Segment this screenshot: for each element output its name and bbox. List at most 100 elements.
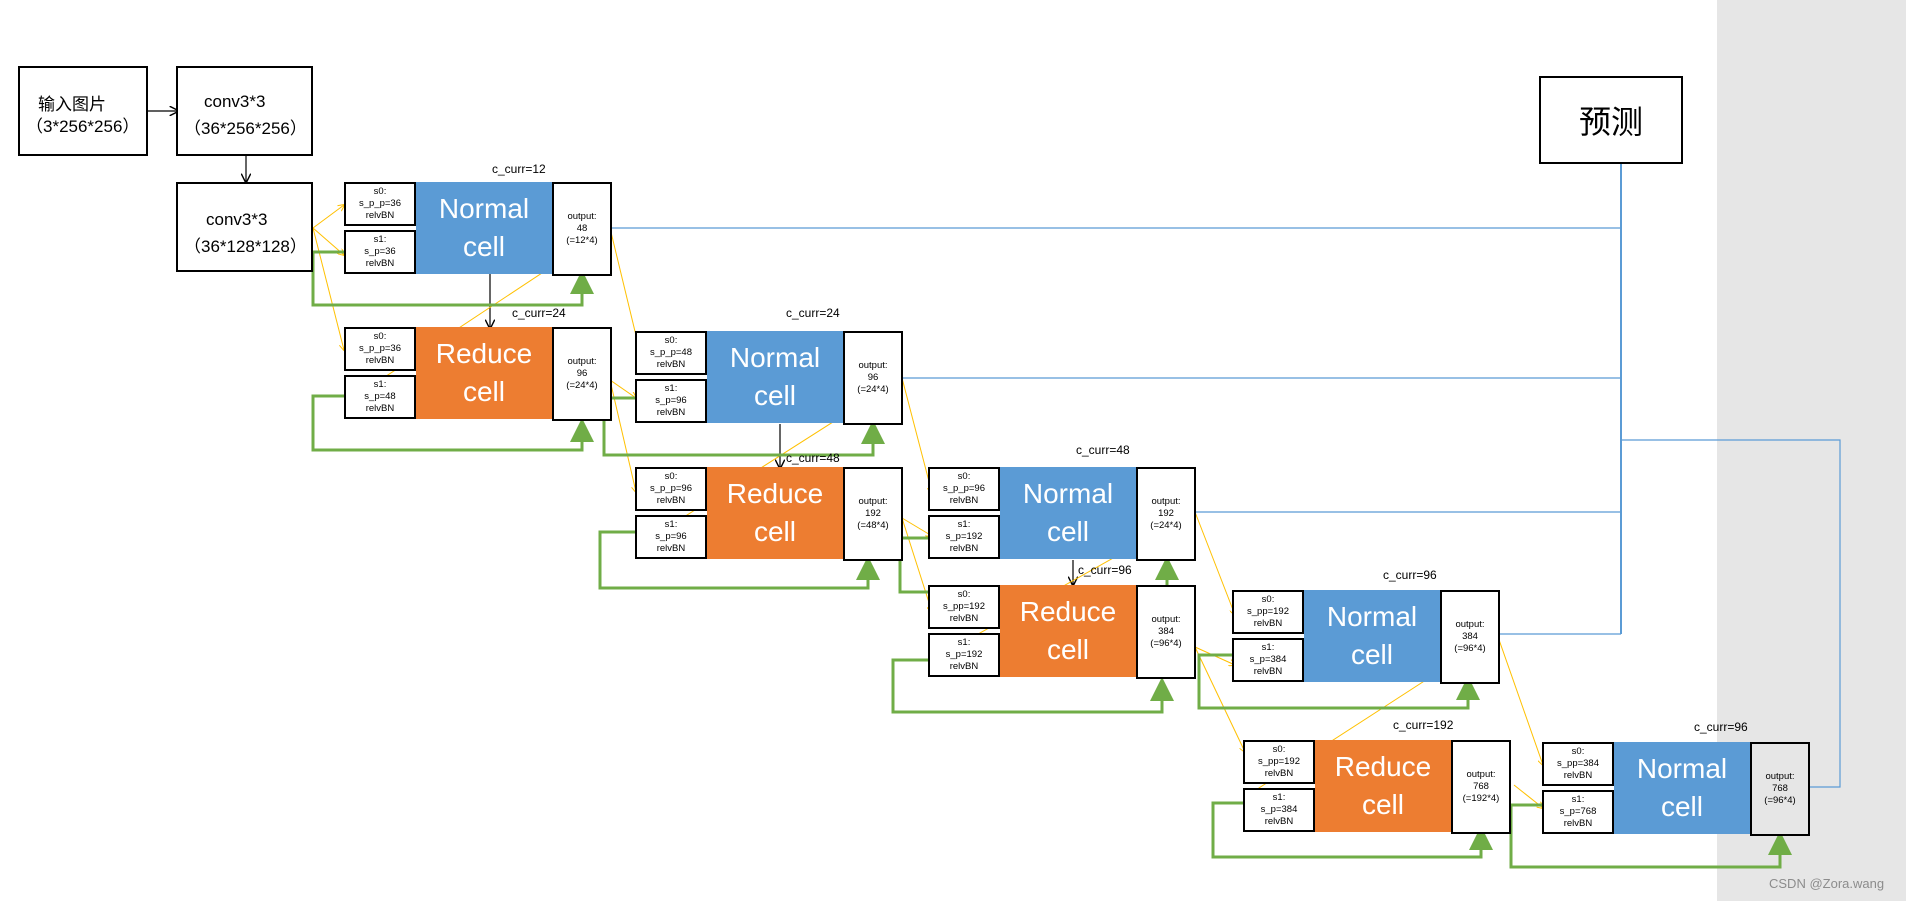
prediction-label: 预测 — [1578, 104, 1643, 140]
output-line: 768 — [1473, 781, 1489, 792]
s0-line: relvBN — [365, 355, 395, 366]
cell-name-line: Reduce — [1334, 751, 1432, 782]
output-line: (=24*4) — [857, 384, 889, 395]
c-curr-label: c_curr=48 — [1076, 443, 1130, 457]
output-line: output: — [1455, 619, 1485, 630]
output-line: (=192*4) — [1462, 793, 1500, 804]
s1-line: relvBN — [1563, 818, 1593, 829]
c-curr-label: c_curr=192 — [1393, 718, 1454, 732]
watermark: CSDN @Zora.wang — [1769, 876, 1885, 891]
s0-line: s0: — [664, 471, 678, 482]
cell-name-line: Normal — [1326, 601, 1418, 632]
s1-line: relvBN — [656, 543, 686, 554]
output-box: output:768(=192*4) — [1451, 740, 1511, 834]
output-box: output:96(=24*4) — [843, 331, 903, 425]
s1-line: s1: — [957, 519, 971, 530]
c-curr-label: c_curr=24 — [512, 306, 566, 320]
output-box: output:768(=96*4) — [1750, 742, 1810, 836]
s1-line: relvBN — [365, 258, 395, 269]
s0-line: s0: — [1261, 594, 1275, 605]
output-line: output: — [1466, 769, 1496, 780]
cell-name-line: cell — [1660, 791, 1703, 822]
s1-line: s_p=36 — [364, 246, 396, 257]
c-curr-label: c_curr=48 — [786, 451, 840, 465]
prediction-box: 预测 — [1539, 76, 1683, 164]
output-line: (=96*4) — [1150, 638, 1182, 649]
output-line: 768 — [1772, 783, 1788, 794]
s1-line: s1: — [373, 234, 387, 245]
output-line: (=12*4) — [566, 235, 598, 246]
s1-line: s_p=96 — [655, 395, 687, 406]
s0-line: relvBN — [656, 495, 686, 506]
s0-line: s0: — [1571, 746, 1585, 757]
s0-line: relvBN — [656, 359, 686, 370]
cell-name-line: Reduce — [726, 478, 824, 509]
s0-line: s_p_p=36 — [359, 198, 401, 209]
cell-name-line: cell — [1361, 789, 1404, 820]
cell-name-line: cell — [1046, 516, 1089, 547]
s1-line: s1: — [1261, 642, 1275, 653]
s1-line: relvBN — [1264, 816, 1294, 827]
s0-line: s0: — [1272, 744, 1286, 755]
output-line: output: — [567, 356, 597, 367]
input-label: 输入图片 — [38, 95, 106, 114]
conv1-shape: （36*256*256） — [184, 119, 307, 138]
output-line: output: — [1765, 771, 1795, 782]
s1-line: s1: — [373, 379, 387, 390]
cell-name-line: cell — [1046, 634, 1089, 665]
cell-name-line: cell — [462, 231, 505, 262]
output-line: 192 — [1158, 508, 1174, 519]
s0-line: s_p_p=96 — [943, 483, 985, 494]
s0-line: s0: — [373, 186, 387, 197]
output-line: (=96*4) — [1454, 643, 1486, 654]
normal-cell: Normal cell — [1000, 467, 1136, 559]
s1-line: s_p=192 — [945, 531, 983, 542]
s1-line: relvBN — [656, 407, 686, 418]
s1-line: s_p=96 — [655, 531, 687, 542]
s1-line: s1: — [1272, 792, 1286, 803]
s1-line: s_p=192 — [945, 649, 983, 660]
s0-line: s_p_p=36 — [359, 343, 401, 354]
s0-line: s0: — [664, 335, 678, 346]
output-line: 96 — [867, 372, 879, 383]
output-line: output: — [858, 360, 888, 371]
conv2-shape: （36*128*128） — [184, 237, 307, 256]
output-line: (=24*4) — [566, 380, 598, 391]
normal-cell: Normal cell — [1304, 590, 1440, 682]
s0-line: relvBN — [1264, 768, 1294, 779]
normal-cell: Normal cell — [416, 182, 552, 274]
c-curr-label: c_curr=12 — [492, 162, 546, 176]
output-line: output: — [858, 496, 888, 507]
s1-line: relvBN — [949, 543, 979, 554]
cell-name-line: Reduce — [435, 338, 533, 369]
s0-line: relvBN — [365, 210, 395, 221]
cell-name-line: Normal — [438, 193, 530, 224]
cell-name-line: cell — [1350, 639, 1393, 670]
s1-line: s1: — [664, 383, 678, 394]
cell-name-line: Normal — [1022, 478, 1114, 509]
s1-line: s_p=384 — [1260, 804, 1298, 815]
output-line: 192 — [865, 508, 881, 519]
output-line: output: — [567, 211, 597, 222]
s0-line: s0: — [957, 471, 971, 482]
s0-line: relvBN — [949, 495, 979, 506]
output-line: 96 — [576, 368, 588, 379]
s1-line: s1: — [664, 519, 678, 530]
